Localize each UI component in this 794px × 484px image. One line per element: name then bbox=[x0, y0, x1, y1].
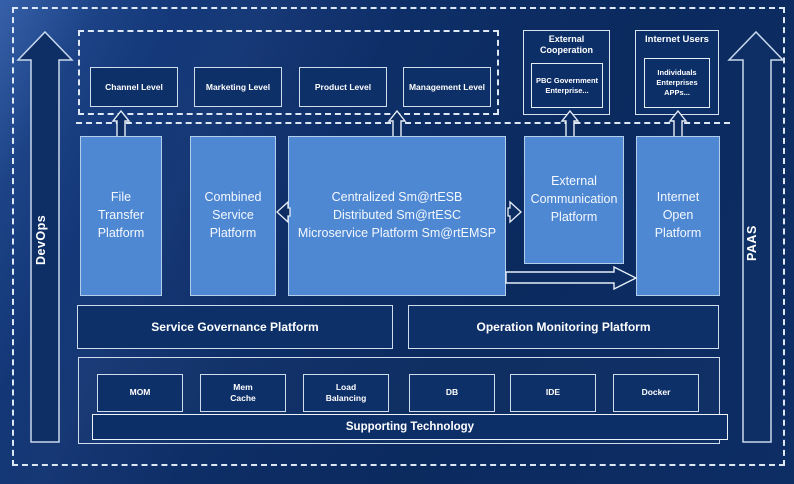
supporting-technology-label: Supporting Technology bbox=[345, 421, 475, 433]
up-arrow-icon bbox=[560, 109, 580, 138]
outer-dashed-frame bbox=[12, 7, 785, 466]
tech-box-db: DB bbox=[409, 374, 495, 412]
level-label: Product Level bbox=[314, 82, 372, 92]
external-cooperation-title: External Cooperation bbox=[540, 34, 593, 56]
paas-label: PAAS bbox=[745, 225, 759, 261]
supporting-technology-frame bbox=[78, 357, 720, 444]
platform-central-esb: Centralized Sm@rtESB Distributed Sm@rtES… bbox=[288, 136, 506, 296]
level-label: Marketing Level bbox=[205, 82, 271, 92]
up-arrow-icon bbox=[668, 109, 688, 138]
supporting-technology-bar: Supporting Technology bbox=[92, 414, 728, 440]
platform-combined-service: Combined Service Platform bbox=[190, 136, 276, 296]
internet-users-members-box: Individuals Enterprises APPs... bbox=[644, 58, 710, 108]
level-box-marketing: Marketing Level bbox=[194, 67, 282, 107]
platform-internet-open: Internet Open Platform bbox=[636, 136, 720, 296]
devops-up-arrow-icon bbox=[16, 30, 74, 443]
left-arrow-icon bbox=[276, 200, 291, 224]
external-cooperation-box: External Cooperation PBC Government Ente… bbox=[523, 30, 610, 115]
platform-external-communication: External Communication Platform bbox=[524, 136, 624, 264]
operation-monitoring-label: Operation Monitoring Platform bbox=[476, 320, 651, 334]
tech-box-docker: Docker bbox=[613, 374, 699, 412]
level-label: Management Level bbox=[408, 82, 486, 92]
tech-box-ide: IDE bbox=[510, 374, 596, 412]
tech-box-mem-cache: Mem Cache bbox=[200, 374, 286, 412]
tech-box-mom: MOM bbox=[97, 374, 183, 412]
tech-box-load-balancing: Load Balancing bbox=[303, 374, 389, 412]
level-box-channel: Channel Level bbox=[90, 67, 178, 107]
bypass-right-arrow-icon bbox=[505, 265, 638, 291]
right-arrow-icon bbox=[507, 200, 522, 224]
level-box-management: Management Level bbox=[403, 67, 491, 107]
levels-frame bbox=[78, 30, 499, 115]
internet-users-title: Internet Users bbox=[645, 34, 709, 45]
up-arrow-icon bbox=[387, 109, 407, 138]
external-cooperation-members-box: PBC Government Enterprise... bbox=[531, 63, 603, 108]
internet-users-box: Internet Users Individuals Enterprises A… bbox=[635, 30, 719, 115]
flow-dashed-line bbox=[76, 122, 730, 124]
platform-file-transfer: File Transfer Platform bbox=[80, 136, 162, 296]
paas-up-arrow-icon bbox=[727, 30, 785, 443]
up-arrow-icon bbox=[111, 109, 131, 138]
service-governance-platform: Service Governance Platform bbox=[77, 305, 393, 349]
level-label: Channel Level bbox=[105, 82, 163, 92]
devops-label: DevOps bbox=[34, 214, 48, 266]
service-governance-label: Service Governance Platform bbox=[151, 320, 319, 334]
operation-monitoring-platform: Operation Monitoring Platform bbox=[408, 305, 719, 349]
level-box-product: Product Level bbox=[299, 67, 387, 107]
